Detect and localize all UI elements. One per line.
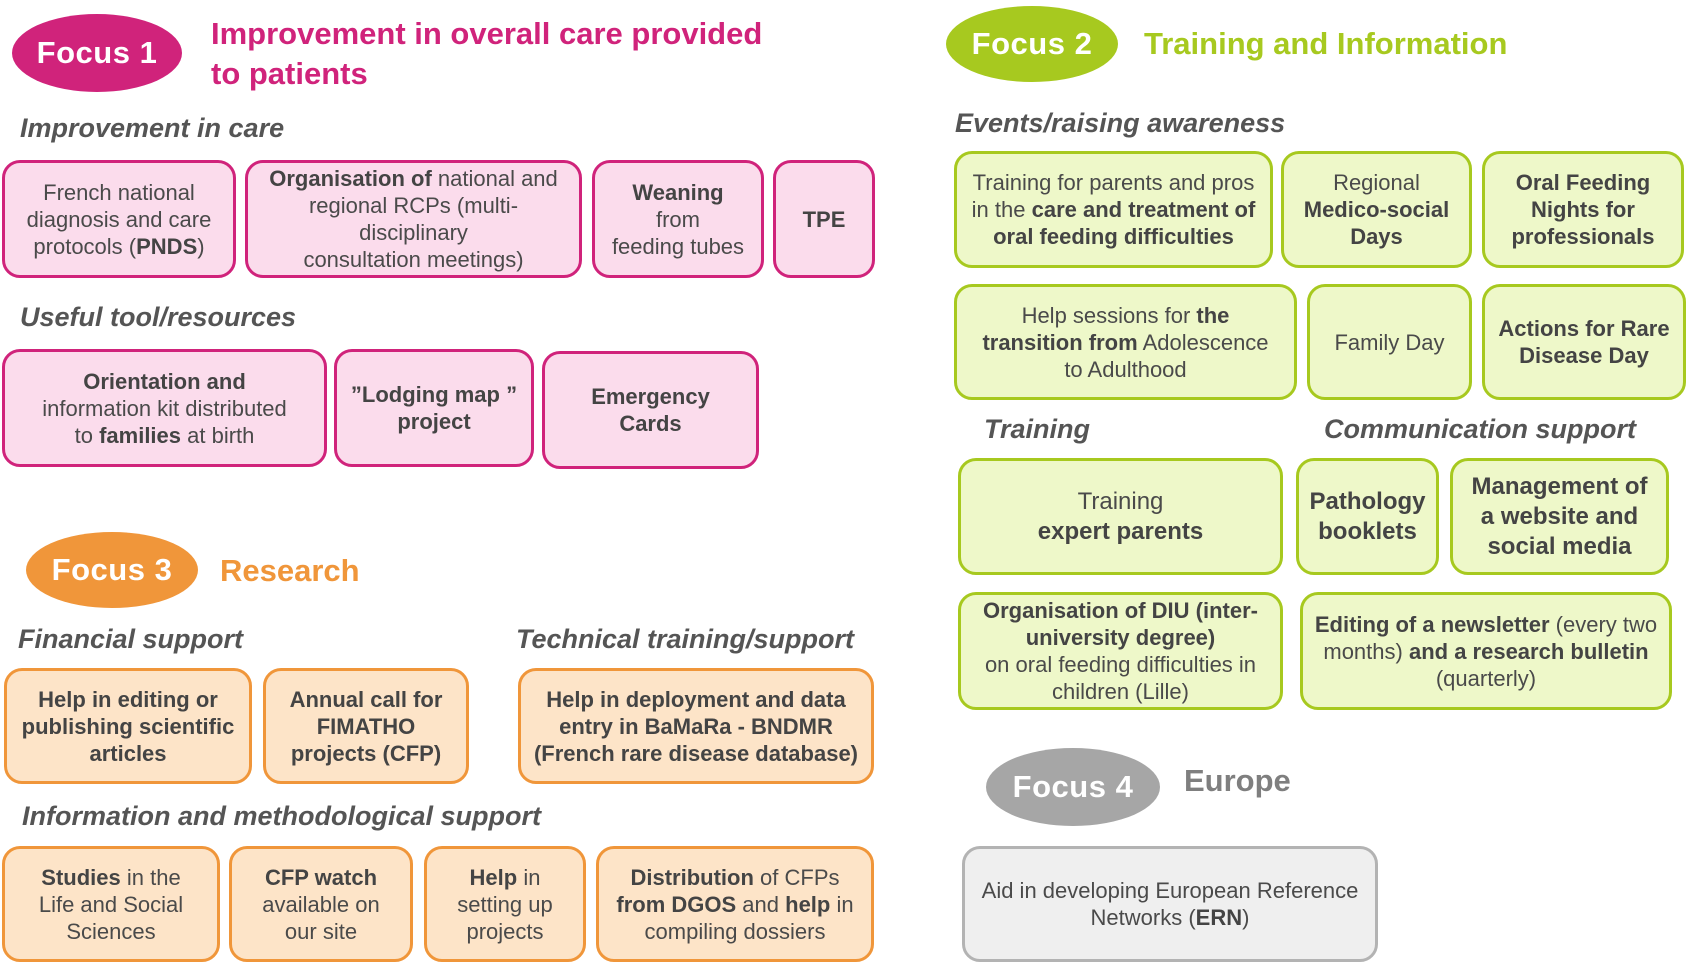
focus3-badge: Focus 3 <box>26 532 198 608</box>
focus1-title-line1: Improvement in overall care provided <box>211 16 763 51</box>
box-website-social: Management of a website and social media <box>1450 458 1669 575</box>
section-info-methodological: Information and methodological support <box>22 801 541 831</box>
section-events-awareness: Events/raising awareness <box>955 108 1286 138</box>
box-transition: Help sessions for the transition from Ad… <box>954 284 1297 400</box>
section-technical-support: Technical training/support <box>516 624 855 654</box>
focus1-title: Improvement in overall care provided to … <box>211 14 762 94</box>
focus2-badge: Focus 2 <box>946 6 1118 82</box>
box-tpe: TPE <box>773 160 875 278</box>
box-lodging-map: ”Lodging map ” project <box>334 349 534 467</box>
box-cfp-watch: CFP watch available on our site <box>229 846 413 962</box>
box-pnds: French national diagnosis and care proto… <box>2 160 236 278</box>
box-diu: Organisation of DIU (inter- university d… <box>958 592 1283 710</box>
box-regional-days: Regional Medico-social Days <box>1281 151 1472 268</box>
box-orientation-kit: Orientation and information kit distribu… <box>2 349 327 467</box>
focus4-title: Europe <box>1184 763 1291 798</box>
section-training: Training <box>984 414 1091 444</box>
box-help-editing: Help in editing or publishing scientific… <box>4 668 252 784</box>
section-financial-support: Financial support <box>18 624 244 654</box>
focus4-badge-label: Focus 4 <box>1012 769 1134 804</box>
focus1-badge-label: Focus 1 <box>36 35 158 70</box>
box-studies: Studies in the Life and Social Sciences <box>2 846 220 962</box>
section-communication-support: Communication support <box>1324 414 1636 444</box>
focus3-badge-label: Focus 3 <box>51 552 173 587</box>
box-training-expert-parents: Training expert parents <box>958 458 1283 575</box>
box-rare-disease-day: Actions for Rare Disease Day <box>1482 284 1686 400</box>
focus3-title: Research <box>220 553 360 588</box>
section-improvement-in-care: Improvement in care <box>20 113 285 143</box>
box-emergency-cards: Emergency Cards <box>542 351 759 469</box>
box-setting-up: Help in setting up projects <box>424 846 586 962</box>
focus4-badge: Focus 4 <box>986 748 1160 826</box>
box-training-parents-pros: Training for parents and pros in the car… <box>954 151 1273 268</box>
focus1-badge: Focus 1 <box>12 14 182 92</box>
box-bamara: Help in deployment and data entry in BaM… <box>518 668 874 784</box>
section-useful-tools: Useful tool/resources <box>20 302 297 332</box>
focus1-title-line2: to patients <box>211 56 368 91</box>
box-pathology-booklets: Pathology booklets <box>1296 458 1439 575</box>
focus2-badge-label: Focus 2 <box>971 26 1093 61</box>
box-annual-call: Annual call for FIMATHO projects (CFP) <box>263 668 469 784</box>
box-ern: Aid in developing European Reference Net… <box>962 846 1378 962</box>
focus2-title: Training and Information <box>1144 26 1508 61</box>
box-distribution: Distribution of CFPs from DGOS and help … <box>596 846 874 962</box>
box-oral-feeding-nights: Oral Feeding Nights for professionals <box>1482 151 1684 268</box>
box-rcp: Organisation of national and regional RC… <box>245 160 582 278</box>
box-weaning: Weaning from feeding tubes <box>592 160 764 278</box>
box-family-day: Family Day <box>1307 284 1472 400</box>
box-newsletter: Editing of a newsletter (every two month… <box>1300 592 1672 710</box>
